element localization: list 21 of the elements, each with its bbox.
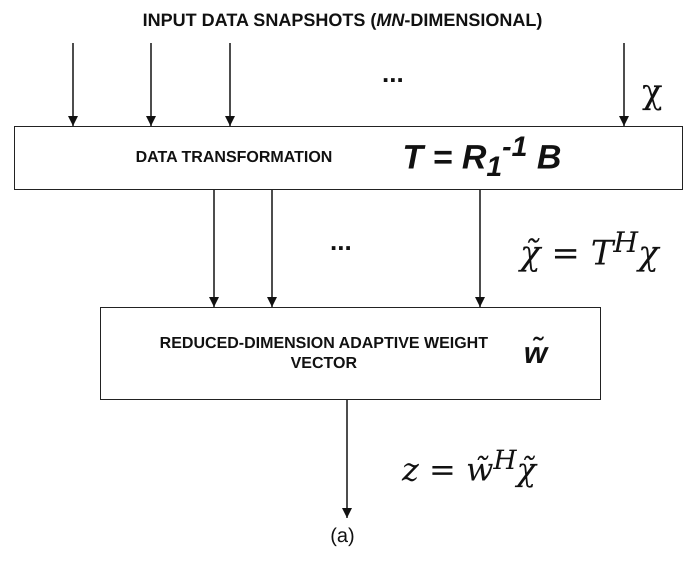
arrow bbox=[209, 190, 219, 307]
formula: z = w̃$^{H}$χ̃ bbox=[402, 445, 536, 489]
ellipsis-label: ... bbox=[382, 58, 404, 89]
formula: χ bbox=[642, 72, 663, 112]
box-label: REDUCED-DIMENSION ADAPTIVE WEIGHT VECTOR bbox=[158, 334, 489, 374]
formula: T = R$_{1}$$^{-1}$ B bbox=[402, 131, 562, 185]
arrow bbox=[68, 43, 78, 126]
box-label: DATA TRANSFORMATION bbox=[136, 148, 332, 168]
arrow bbox=[267, 190, 277, 307]
formula: w̃ bbox=[524, 336, 548, 370]
caption: (a) bbox=[329, 525, 356, 548]
formula: χ̃ = T$^{H}$χ bbox=[520, 226, 659, 274]
arrow bbox=[475, 190, 485, 307]
arrow bbox=[225, 43, 235, 126]
ellipsis-label: ... bbox=[330, 226, 352, 257]
process-box bbox=[100, 307, 601, 400]
process-box bbox=[14, 126, 683, 190]
arrow bbox=[146, 43, 156, 126]
arrow bbox=[619, 43, 629, 126]
title: INPUT DATA SNAPSHOTS (MN-DIMENSIONAL) bbox=[142, 10, 544, 31]
arrow bbox=[342, 400, 352, 518]
